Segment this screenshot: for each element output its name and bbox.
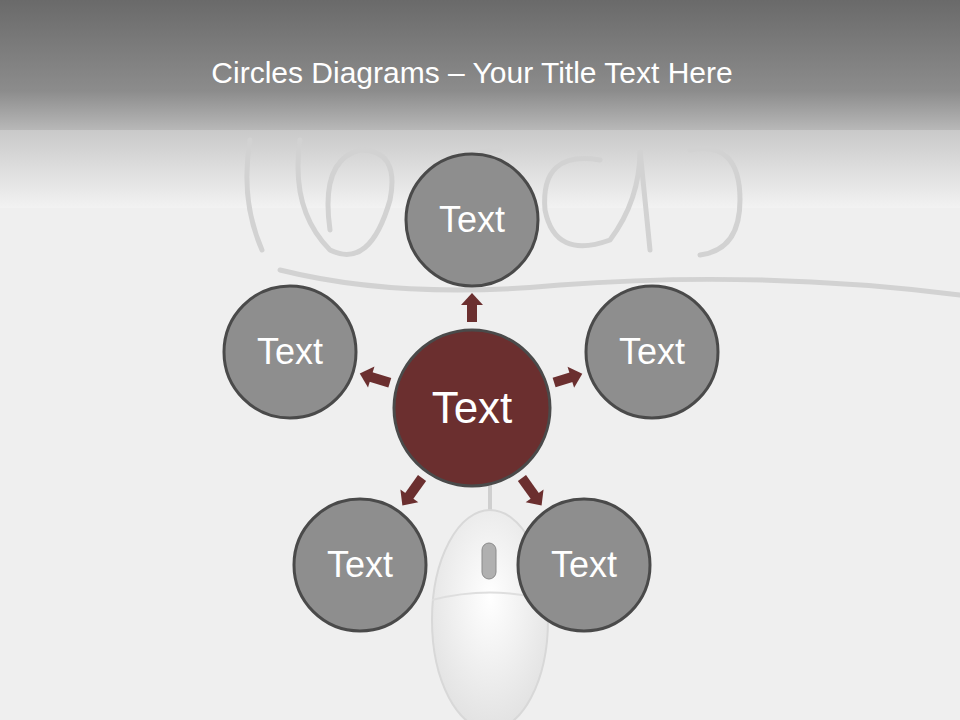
outer-circle: Text bbox=[404, 152, 540, 288]
slide-title: Circles Diagrams – Your Title Text Here bbox=[0, 56, 944, 90]
node-text: Text bbox=[327, 544, 393, 586]
arrow-head bbox=[461, 293, 483, 305]
center-circle: Text bbox=[392, 328, 552, 488]
arrow-shaft bbox=[408, 478, 422, 497]
outer-circle: Text bbox=[292, 497, 428, 633]
text-holder: Text bbox=[392, 328, 552, 488]
outer-circle: Text bbox=[516, 497, 652, 633]
block-arrow bbox=[400, 478, 422, 506]
node-text: Text bbox=[439, 199, 505, 241]
arrow-shaft bbox=[554, 377, 573, 383]
arrow-head bbox=[400, 489, 418, 505]
block-arrow bbox=[360, 366, 390, 387]
block-arrow bbox=[461, 293, 483, 322]
arrow-shaft bbox=[522, 478, 536, 497]
arrow-shaft bbox=[369, 376, 389, 382]
arrow-head bbox=[360, 366, 375, 387]
circle-shape bbox=[518, 499, 650, 631]
block-arrow bbox=[554, 367, 582, 388]
outer-circle: Text bbox=[584, 284, 720, 420]
text-holder: Text bbox=[516, 497, 652, 633]
circle-shape bbox=[406, 154, 538, 286]
outer-circle: Text bbox=[222, 284, 358, 420]
text-holder: Text bbox=[404, 152, 540, 288]
arrow-head bbox=[526, 489, 544, 505]
node-text: Text bbox=[257, 331, 323, 373]
circle-shape bbox=[224, 286, 356, 418]
circle-shape bbox=[294, 499, 426, 631]
circle-shape bbox=[394, 330, 550, 486]
arrow-shaft bbox=[467, 303, 477, 322]
node-text: Text bbox=[432, 383, 513, 433]
node-text: Text bbox=[619, 331, 685, 373]
text-holder: Text bbox=[222, 284, 358, 420]
text-holder: Text bbox=[292, 497, 428, 633]
circle-shape bbox=[586, 286, 718, 418]
text-holder: Text bbox=[584, 284, 720, 420]
block-arrow bbox=[522, 478, 544, 506]
arrow-head bbox=[568, 367, 583, 388]
node-text: Text bbox=[551, 544, 617, 586]
